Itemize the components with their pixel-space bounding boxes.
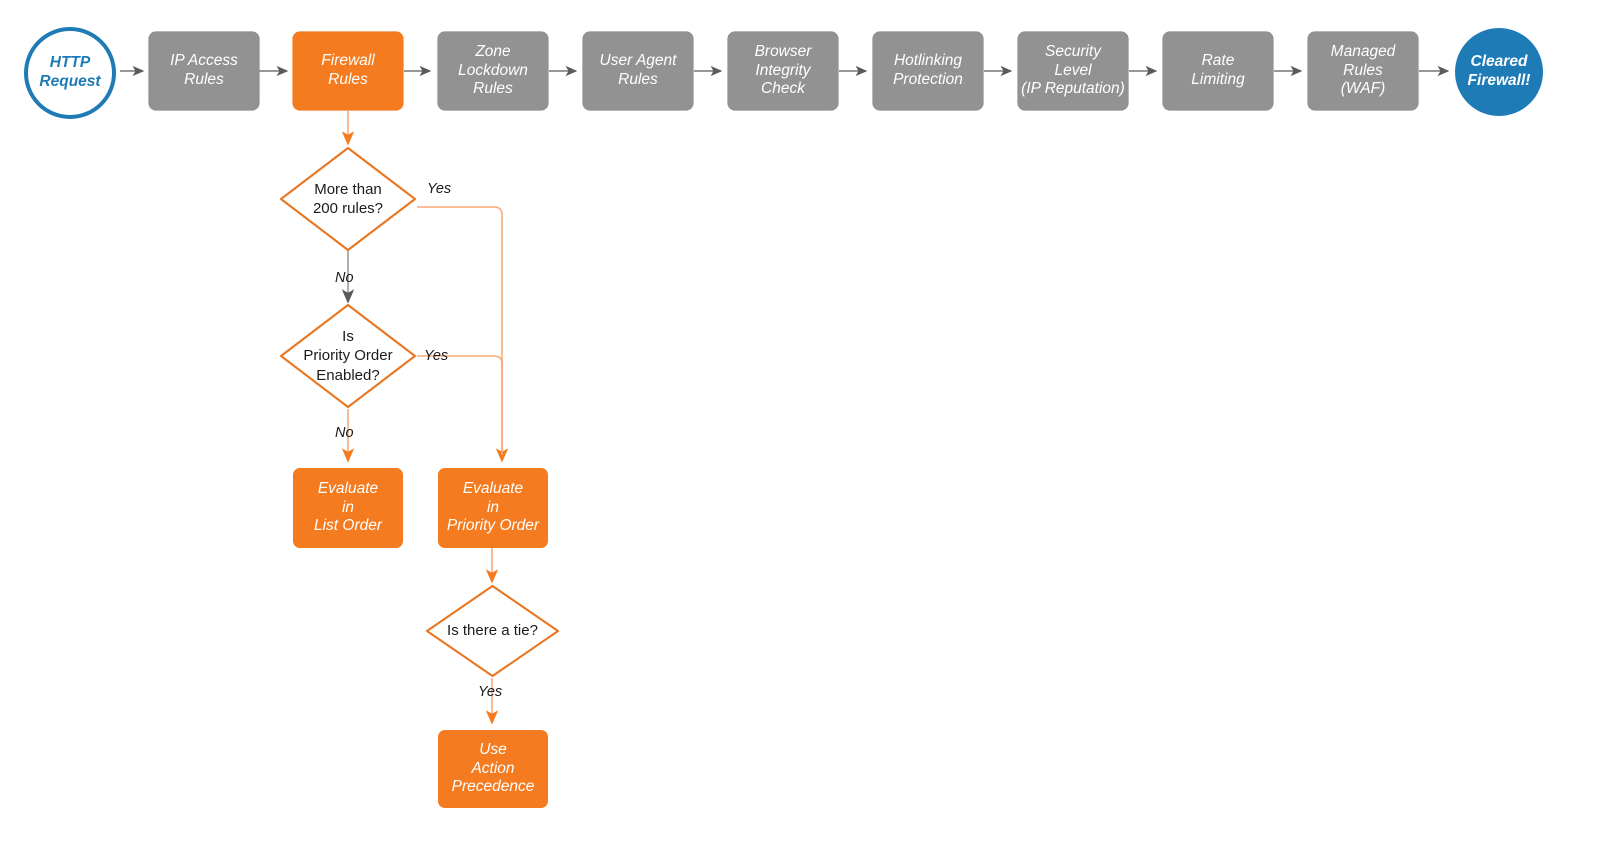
node-label: Rate Limiting (1191, 52, 1245, 88)
node-http-request[interactable]: HTTP Request (24, 27, 116, 119)
node-zone-lockdown-rules[interactable]: Zone Lockdown Rules (438, 32, 548, 110)
decision-more-than-200-rules[interactable]: More than 200 rules? (278, 145, 418, 253)
edge-label-tie-yes: Yes (478, 684, 502, 700)
node-label: Firewall Rules (321, 52, 375, 88)
node-security-level[interactable]: Security Level (IP Reputation) (1018, 32, 1128, 110)
decision-is-there-a-tie[interactable]: Is there a tie? (424, 583, 561, 679)
edge-label-priority-no: No (335, 425, 354, 441)
node-label: Zone Lockdown Rules (458, 42, 528, 98)
node-firewall-rules[interactable]: Firewall Rules (293, 32, 403, 110)
node-rate-limiting[interactable]: Rate Limiting (1163, 32, 1273, 110)
diamond-shape (425, 584, 560, 678)
node-label: Security Level (IP Reputation) (1021, 42, 1125, 98)
decision-label: Is Priority Order Enabled? (303, 327, 393, 384)
decision-label: Is there a tie? (447, 622, 538, 640)
diamond-shape (279, 146, 417, 252)
edge-label-text: Yes (427, 181, 452, 197)
node-label: Cleared Firewall! (1467, 53, 1531, 89)
node-ip-access-rules[interactable]: IP Access Rules (149, 32, 259, 110)
edge-label-text: Yes (478, 684, 503, 700)
node-user-agent-rules[interactable]: User Agent Rules (583, 32, 693, 110)
node-label: Evaluate in List Order (313, 479, 383, 535)
node-label: IP Access Rules (170, 52, 238, 88)
node-hotlinking-protection[interactable]: Hotlinking Protection (873, 32, 983, 110)
node-managed-rules-waf[interactable]: Managed Rules (WAF) (1308, 32, 1418, 110)
node-evaluate-in-list-order[interactable]: Evaluate in List Order (293, 468, 403, 548)
node-use-action-precedence[interactable]: Use Action Precedence (438, 730, 548, 808)
node-label: Managed Rules (WAF) (1330, 42, 1396, 98)
node-label: Hotlinking Protection (893, 52, 963, 88)
edge-label-priority-yes: Yes (424, 348, 448, 364)
edge-label-rules-no: No (335, 270, 354, 286)
node-cleared-firewall[interactable]: Cleared Firewall! (1455, 28, 1543, 116)
edge-label-rules-yes: Yes (427, 181, 451, 197)
diamond-shape (279, 303, 417, 409)
decision-is-priority-order-enabled[interactable]: Is Priority Order Enabled? (278, 302, 418, 410)
node-evaluate-in-priority-order[interactable]: Evaluate in Priority Order (438, 468, 548, 548)
node-browser-integrity-check[interactable]: Browser Integrity Check (728, 32, 838, 110)
node-label: Use Action Precedence (451, 740, 535, 796)
edge-label-text: Yes (424, 348, 449, 364)
decision-label: More than 200 rules? (312, 180, 384, 218)
edge-label-text: No (335, 425, 354, 441)
node-label: Evaluate in Priority Order (446, 479, 540, 535)
edge-label-text: No (335, 270, 354, 286)
node-label: Browser Integrity Check (754, 42, 812, 98)
node-label: User Agent Rules (599, 52, 677, 88)
node-label: HTTP Request (39, 54, 101, 90)
